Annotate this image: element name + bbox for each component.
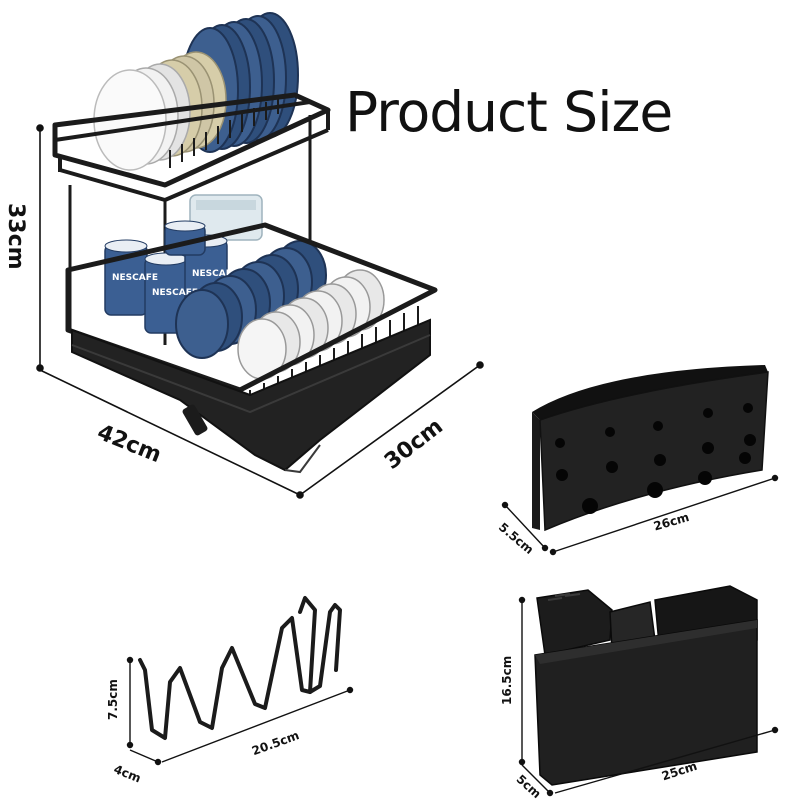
wire-height-label: 7.5cm [106,679,120,720]
cup-brand-text: NESCAFE [192,269,238,279]
caddy-dimension-lines [518,596,779,797]
lower-bowls [175,240,385,380]
rack-dimension-lines [36,124,484,499]
cutlery-dimension-lines [501,474,779,556]
cup-brand-text: NESCAFE [152,288,198,298]
wire-dimension-lines [126,656,354,766]
knife-caddy-image [534,585,758,786]
cup-brand-text: NESCAFE [112,273,158,283]
dish-rack-image: NESCAFE NESCAFE NESCAFE [52,12,438,474]
caddy-height-label: 16.5cm [500,655,514,705]
cutlery-holder-image [532,365,769,532]
drip-tray [71,318,431,474]
rack-height-label: 33cm [3,203,28,270]
page-title: Product Size [345,80,673,144]
upper-plates [93,12,299,171]
wire-holder-image [138,596,342,740]
